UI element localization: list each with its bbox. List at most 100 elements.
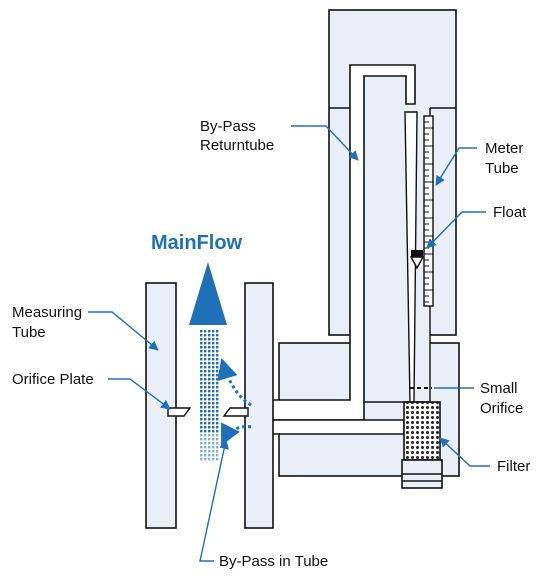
mainflow-dot xyxy=(204,342,207,345)
mainflow-dot xyxy=(204,414,207,417)
mainflow-dot xyxy=(212,410,215,413)
label-meter-tube-line1: Meter xyxy=(485,140,523,157)
mainflow-dot xyxy=(200,378,203,381)
leader-bypass-returntube xyxy=(291,125,359,161)
label-bypass-returntube-line2: Returntube xyxy=(200,137,274,154)
mainflow-dot xyxy=(212,374,215,377)
label-bypass-returntube-line1: By-Pass xyxy=(200,118,256,135)
mainflow-dot xyxy=(212,442,215,445)
mainflow-dot xyxy=(216,430,219,433)
mainflow-dot xyxy=(212,406,215,409)
mainflow-dot xyxy=(212,446,215,449)
mainflow-dot xyxy=(200,330,203,333)
mainflow-dot xyxy=(200,410,203,413)
mainflow-dot xyxy=(212,342,215,345)
mainflow-dot xyxy=(200,386,203,389)
mainflow-dot xyxy=(204,450,207,453)
mainflow-dot xyxy=(212,378,215,381)
mainflow-dot xyxy=(200,418,203,421)
mainflow-dot xyxy=(216,358,219,361)
mainflow-dot xyxy=(204,382,207,385)
mainflow-dot xyxy=(216,402,219,405)
leader-bypass-in-tube xyxy=(199,439,229,562)
mainflow-dot xyxy=(216,374,219,377)
label-orifice-plate: Orifice Plate xyxy=(12,371,94,388)
mainflow-dot xyxy=(200,350,203,353)
mainflow-dot xyxy=(208,342,211,345)
mainflow-dot xyxy=(216,446,219,449)
mainflow-dot xyxy=(212,338,215,341)
mainflow-dot xyxy=(200,438,203,441)
label-measuring-tube-line1: Measuring xyxy=(12,304,82,321)
mainflow-dot xyxy=(216,342,219,345)
mainflow-dot xyxy=(212,370,215,373)
mainflow-dot xyxy=(212,386,215,389)
mainflow-dot xyxy=(212,450,215,453)
mainflow-dot xyxy=(216,406,219,409)
mainflow-dot xyxy=(208,358,211,361)
mainflow-dot xyxy=(204,458,207,461)
mainflow-title: MainFlow xyxy=(151,232,243,254)
label-meter-tube-line2: Tube xyxy=(485,160,519,177)
mainflow-dot xyxy=(216,350,219,353)
mainflow-dot xyxy=(204,406,207,409)
mainflow-dot xyxy=(204,442,207,445)
mainflow-dot xyxy=(216,378,219,381)
mainflow-dot xyxy=(216,414,219,417)
mainflow-dot xyxy=(216,390,219,393)
leader-float xyxy=(426,211,486,249)
mainflow-dot xyxy=(212,334,215,337)
label-small-orifice-line1: Small xyxy=(480,380,518,397)
mainflow-dot xyxy=(212,438,215,441)
mainflow-dot xyxy=(208,338,211,341)
mainflow-dot xyxy=(212,418,215,421)
mainflow-dot xyxy=(216,362,219,365)
mainflow-dot xyxy=(204,390,207,393)
mainflow-dot xyxy=(212,350,215,353)
mainflow-dot xyxy=(208,382,211,385)
label-filter: Filter xyxy=(497,458,530,475)
mainflow-dot xyxy=(208,406,211,409)
mainflow-dot xyxy=(200,374,203,377)
mainflow-dot xyxy=(212,346,215,349)
mainflow-arrow-head xyxy=(189,262,227,325)
mainflow-dot xyxy=(200,406,203,409)
mainflow-dot xyxy=(216,442,219,445)
mainflow-dot xyxy=(216,454,219,457)
mainflow-dot xyxy=(208,370,211,373)
mainflow-dot xyxy=(204,410,207,413)
mainflow-dot xyxy=(204,430,207,433)
mainflow-dot xyxy=(204,370,207,373)
mainflow-dot xyxy=(212,354,215,357)
mainflow-dot xyxy=(200,358,203,361)
mainflow-dot xyxy=(212,398,215,401)
mainflow-dot xyxy=(216,334,219,337)
mainflow-dot xyxy=(204,350,207,353)
mainflow-dot xyxy=(216,450,219,453)
mainflow-dot xyxy=(212,366,215,369)
mainflow-dot xyxy=(200,394,203,397)
mainflow-dot xyxy=(216,422,219,425)
mainflow-dot xyxy=(216,426,219,429)
mainflow-dot xyxy=(200,458,203,461)
mainflow-dot xyxy=(204,402,207,405)
mainflow-dot xyxy=(208,434,211,437)
label-small-orifice-line2: Orifice xyxy=(480,400,523,417)
meter-scale xyxy=(423,115,434,307)
mainflow-dot xyxy=(216,386,219,389)
mainflow-dot xyxy=(204,434,207,437)
mainflow-dot xyxy=(200,414,203,417)
mainflow-dot xyxy=(200,342,203,345)
mainflow-dot xyxy=(216,418,219,421)
mainflow-dot xyxy=(204,374,207,377)
mainflow-dot xyxy=(208,334,211,337)
mainflow-dot xyxy=(204,354,207,357)
mainflow-dot xyxy=(200,362,203,365)
mainflow-dot xyxy=(208,442,211,445)
mainflow-dot xyxy=(208,378,211,381)
mainflow-dot xyxy=(200,390,203,393)
mainflow-dot xyxy=(204,378,207,381)
leader-meter-tube xyxy=(435,147,477,186)
mainflow-dot xyxy=(200,430,203,433)
mainflow-dot xyxy=(208,398,211,401)
